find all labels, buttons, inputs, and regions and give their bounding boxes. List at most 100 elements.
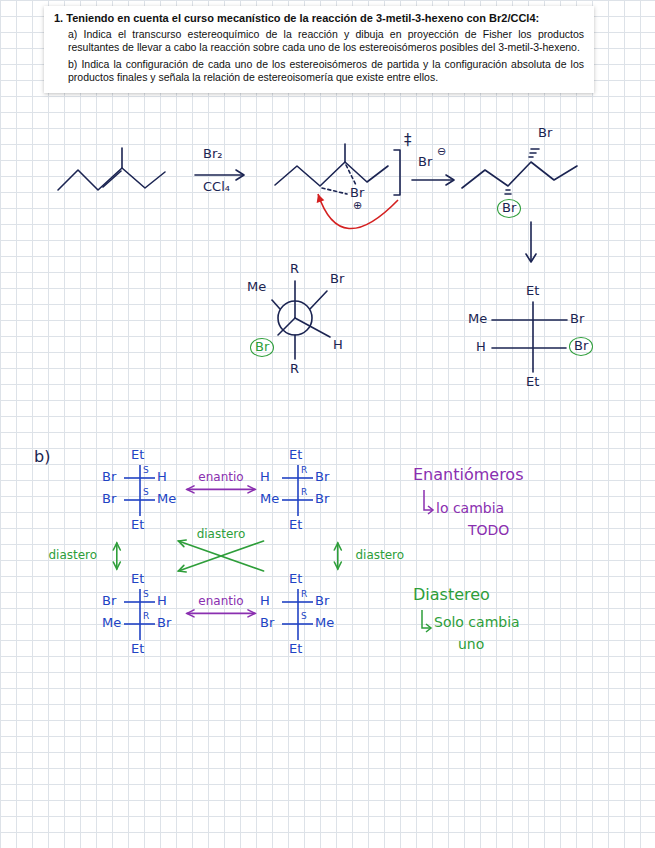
fischer-line <box>297 589 299 640</box>
configuration-letter: S <box>143 589 149 599</box>
substituent-label: Me <box>260 492 279 507</box>
bromonium-bond <box>322 188 347 194</box>
newman-bond <box>294 281 296 318</box>
relation-line <box>187 489 255 491</box>
fischer-projection: EtBrSHBrSMeEt <box>100 448 184 540</box>
fischer-line <box>124 623 155 625</box>
fischer-line <box>124 601 155 603</box>
relation-label: diastero <box>48 549 97 563</box>
handwritten-label: Br <box>538 126 552 141</box>
arrow-head <box>248 486 255 493</box>
relation-arrow <box>334 543 341 569</box>
handwritten-label: ⊖ <box>437 146 446 159</box>
circled-atom: Br <box>569 337 593 356</box>
newman-bond <box>310 291 327 309</box>
substituent-label: Et <box>131 448 144 463</box>
substituent-label: Br <box>260 616 274 631</box>
substituent-label: Br <box>102 492 116 507</box>
substituent-label: Et <box>131 642 144 657</box>
question-panel: 1. Teniendo en cuenta el curso mecanísti… <box>44 6 594 93</box>
configuration-letter: S <box>143 465 149 475</box>
arrow-head <box>187 610 194 617</box>
handwritten-label: Br <box>350 186 364 201</box>
down-arrow <box>530 222 532 261</box>
fischer-line <box>282 499 313 501</box>
atom-label: Br <box>574 338 588 353</box>
arrow-head <box>248 610 255 617</box>
handwritten-label: Br <box>418 155 432 170</box>
bromonium-bond <box>346 165 356 185</box>
fischer-line <box>492 347 566 349</box>
substituent-label: Br <box>157 616 171 631</box>
handwritten-label: R <box>290 262 299 277</box>
handwritten-label: ⊕ <box>353 200 362 213</box>
arrow-head <box>236 170 244 180</box>
substituent-label: Et <box>289 572 302 587</box>
methyl-bond <box>121 148 123 168</box>
fischer-line <box>124 477 155 479</box>
substituent-label: Br <box>315 470 329 485</box>
handwritten-label: R <box>290 362 299 377</box>
product-skeleton <box>462 162 577 188</box>
substituent-label: Me <box>315 616 334 631</box>
configuration-letter: R <box>301 487 307 497</box>
configuration-letter: S <box>143 487 149 497</box>
handwritten-label: Br <box>330 272 344 287</box>
fischer-line <box>139 465 141 516</box>
substituent-label: Et <box>289 642 302 657</box>
handwritten-label: CCl₄ <box>203 180 230 195</box>
relation-label: diastero <box>355 549 404 563</box>
fischer-projection: EtHRBrBrSMeEt <box>258 572 342 664</box>
hook-arrow <box>424 490 432 510</box>
fischer-line <box>282 601 313 603</box>
arrow-head <box>178 565 186 572</box>
question-text: b) Indica la configuración de cada uno d… <box>68 58 584 84</box>
configuration-letter: R <box>301 589 307 599</box>
relation-arrow <box>187 610 255 617</box>
relation-arrow <box>113 543 120 569</box>
newman-bond <box>294 335 296 359</box>
relation-arrow <box>178 540 263 571</box>
relation-label: enantio <box>198 471 243 485</box>
fischer-line <box>532 302 534 372</box>
configuration-letter: R <box>143 611 149 621</box>
handwritten-label: Me <box>247 280 266 295</box>
relation-line <box>116 543 118 569</box>
substituent-label: Et <box>131 518 144 533</box>
relation-arrow <box>178 541 263 572</box>
substituent-label: H <box>260 594 270 609</box>
newman-bond <box>295 318 330 337</box>
circled-atom: Br <box>497 199 521 218</box>
question-text: a) Indica el transcurso estereoquímico d… <box>68 28 584 54</box>
curved-arrow <box>318 194 398 229</box>
substituent-label: H <box>157 594 167 609</box>
relation-arrow <box>187 486 255 493</box>
handwritten-label: H <box>333 338 343 353</box>
substituent-label: H <box>157 470 167 485</box>
arrow-head <box>334 543 341 550</box>
arrow-head <box>113 543 120 550</box>
handwritten-label: Diastereo <box>413 586 490 604</box>
fischer-line <box>124 499 155 501</box>
relation-line <box>178 541 263 571</box>
intermediate-skeleton <box>275 162 388 186</box>
relation-line <box>187 613 255 615</box>
double-bond <box>103 171 121 187</box>
question-title: 1. Teniendo en cuenta el curso mecanísti… <box>54 12 584 24</box>
arrow-head <box>428 506 433 514</box>
fischer-projection: EtBrSHMeRBrEt <box>100 572 184 664</box>
arrow-head <box>317 194 325 203</box>
handwritten-label: TODO <box>468 522 509 538</box>
handwritten-label: Et <box>526 284 539 299</box>
arrow-head <box>178 540 186 547</box>
circled-atom: Br <box>250 338 274 357</box>
handwritten-label: lo cambia <box>436 500 504 516</box>
substituent-label: Et <box>289 518 302 533</box>
handwritten-label: b) <box>34 448 50 466</box>
arrow-head <box>526 254 536 262</box>
methyl-bond <box>344 144 346 162</box>
handwritten-label: Solo cambia <box>434 614 520 630</box>
